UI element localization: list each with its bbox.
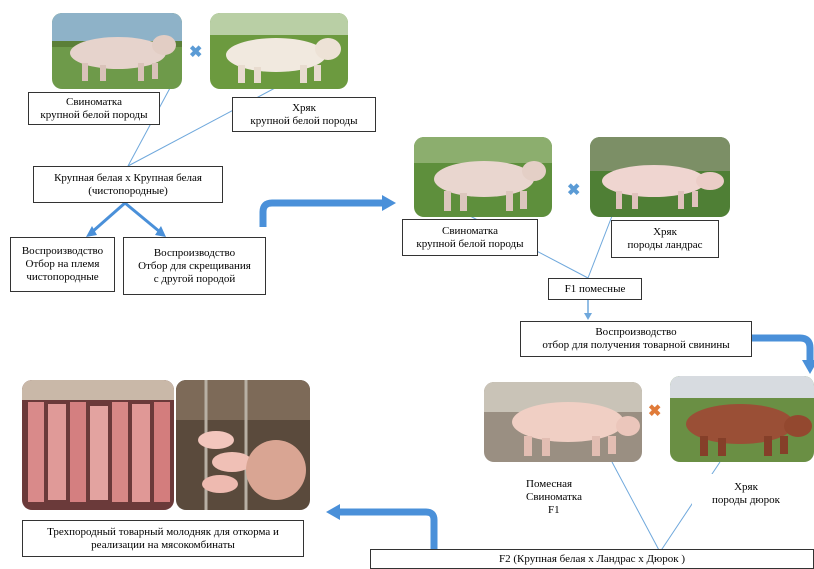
label-line: Хряк	[734, 481, 758, 494]
label-line: с другой породой	[154, 273, 236, 286]
connector-line	[588, 216, 612, 278]
repro-breeding-label: Воспроизводство Отбор на племя чистопоро…	[10, 237, 115, 292]
arrow-head	[584, 313, 592, 320]
label-line: крупной белой породы	[40, 109, 147, 122]
label-line: чистопородные	[26, 271, 98, 284]
label-line: F2 (Крупная белая х Ландрас х Дюрок )	[499, 553, 685, 566]
label-line: крупной белой породы	[416, 238, 523, 251]
label-line: Свиноматка	[442, 225, 498, 238]
three-breed-label: Трехпородный товарный молодняк для откор…	[22, 520, 304, 557]
label-line: Воспроизводство	[595, 326, 676, 339]
label-line: Воспроизводство	[154, 247, 235, 260]
connector-line	[612, 462, 660, 552]
label-line: Помесная	[526, 478, 572, 491]
split-arrow-left	[92, 203, 125, 232]
boar-landrace-photo	[590, 137, 730, 217]
split-arrow-right	[125, 203, 160, 232]
cross-mark-icon: ✖	[189, 45, 202, 61]
label-line: отбор для получения товарной свинины	[542, 339, 729, 352]
label-line: породы ландрас	[628, 239, 703, 252]
label-line: Свиноматка	[66, 96, 122, 109]
f1-label: F1 помесные	[548, 278, 642, 300]
boar-large-white-photo	[210, 13, 348, 89]
boar-duroc-label: Хряк породы дюрок	[692, 474, 800, 514]
carcass-photo	[22, 380, 174, 510]
label-line: F1 помесные	[565, 283, 626, 296]
label-line: реализации на мясокомбинаты	[91, 539, 235, 552]
arrow-head	[382, 195, 396, 211]
sow-large-white-photo-1	[52, 13, 182, 89]
cross-mark-icon: ✖	[648, 404, 661, 420]
boar-duroc-photo	[670, 376, 814, 462]
label-line: породы дюрок	[712, 494, 780, 507]
flow-arrow-1	[263, 203, 382, 227]
repro-crossing-label: Воспроизводство Отбор для скрещивания с …	[123, 237, 266, 295]
flow-arrow-2	[752, 338, 810, 360]
sow-large-white-photo-2	[414, 137, 552, 217]
arrow-head	[326, 504, 340, 520]
purebred-label: Крупная белая х Крупная белая (чистопоро…	[33, 166, 223, 203]
label-line: Хряк	[653, 226, 677, 239]
arrow-head	[86, 226, 97, 237]
label-line: Отбор для скрещивания	[138, 260, 251, 273]
crossbred-sow-photo	[484, 382, 642, 462]
label-line: F1	[526, 504, 560, 517]
label-line: Трехпородный товарный молодняк для откор…	[47, 526, 279, 539]
boar-large-white-label: Хряк крупной белой породы	[232, 97, 376, 132]
label-line: Воспроизводство	[22, 245, 103, 258]
crossbred-sow-label: Помесная Свиноматка F1	[520, 468, 596, 526]
label-line: (чистопородные)	[88, 185, 168, 198]
label-line: Свиноматка	[526, 491, 582, 504]
sow-large-white-label-1: Свиноматка крупной белой породы	[28, 92, 160, 125]
f2-label: F2 (Крупная белая х Ландрас х Дюрок )	[370, 549, 814, 569]
piglets-photo	[176, 380, 310, 510]
label-line: крупной белой породы	[250, 115, 357, 128]
repro-commercial-label: Воспроизводство отбор для получения това…	[520, 321, 752, 357]
boar-landrace-label: Хряк породы ландрас	[611, 220, 719, 258]
arrow-head	[802, 360, 814, 374]
label-line: Отбор на племя	[26, 258, 100, 271]
cross-mark-icon: ✖	[567, 183, 580, 199]
label-line: Хряк	[292, 102, 316, 115]
sow-large-white-label-2: Свиноматка крупной белой породы	[402, 219, 538, 256]
label-line: Крупная белая х Крупная белая	[54, 172, 202, 185]
arrow-head	[155, 226, 166, 237]
